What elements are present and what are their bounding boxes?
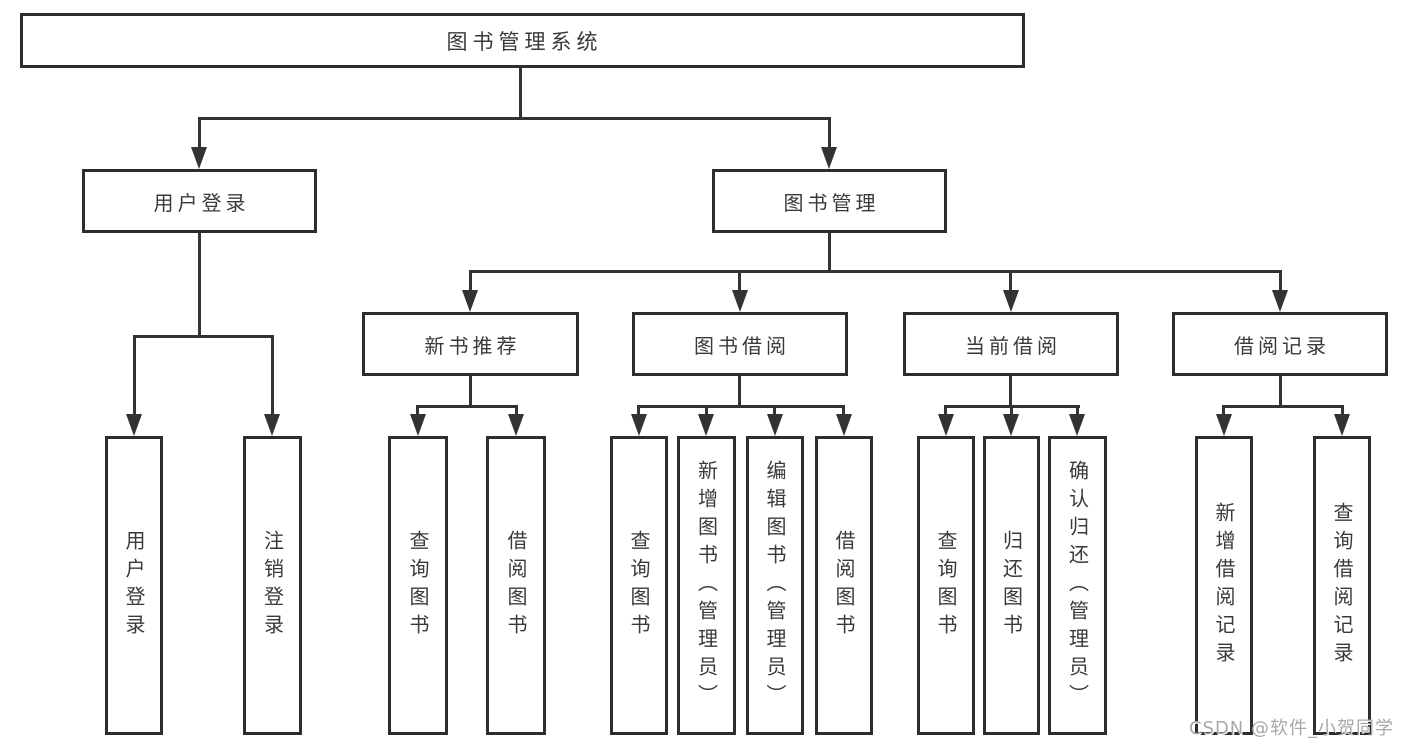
arrow-down-icon xyxy=(938,414,954,436)
connector-line xyxy=(469,376,472,408)
node-label: 新增借阅记录 xyxy=(1212,501,1236,670)
connector-line xyxy=(198,117,201,150)
arrow-down-icon xyxy=(821,147,837,169)
arrow-down-icon xyxy=(767,414,783,436)
arrow-down-icon xyxy=(410,414,426,436)
connector-line xyxy=(828,233,831,273)
leaf-borrow-books-2: 借阅图书 xyxy=(815,436,873,735)
connector-line xyxy=(416,405,518,408)
arrow-down-icon xyxy=(1334,414,1350,436)
connector-line xyxy=(198,233,201,337)
arrow-down-icon xyxy=(732,290,748,312)
leaf-query-books-3: 查询图书 xyxy=(917,436,975,735)
node-label: 新增图书（管理员） xyxy=(694,459,719,712)
arrow-down-icon xyxy=(508,414,524,436)
node-label: 借阅记录 xyxy=(1234,333,1330,358)
node-label: 图书管理系统 xyxy=(446,29,603,54)
node-label: 查询图书 xyxy=(406,529,430,642)
connector-line xyxy=(1222,405,1344,408)
leaf-add-books-admin: 新增图书（管理员） xyxy=(677,436,736,735)
arrow-down-icon xyxy=(698,414,714,436)
node-label: 图书管理 xyxy=(783,190,880,215)
node-borrowing-records: 借阅记录 xyxy=(1172,312,1388,376)
leaf-confirm-return-admin: 确认归还（管理员） xyxy=(1048,436,1107,735)
node-library-management-system: 图书管理系统 xyxy=(20,13,1025,68)
connector-line xyxy=(738,270,741,292)
connector-line xyxy=(416,405,419,417)
connector-line xyxy=(637,405,845,408)
arrow-down-icon xyxy=(631,414,647,436)
watermark: CSDN @软件_小贺同学 xyxy=(1188,718,1394,739)
connector-line xyxy=(1076,405,1079,417)
node-label: 新书推荐 xyxy=(424,333,521,358)
leaf-query-books-1: 查询图书 xyxy=(388,436,448,735)
connector-line xyxy=(1222,405,1225,417)
connector-line xyxy=(469,270,1282,273)
connector-line xyxy=(515,405,518,417)
node-label: 查询借阅记录 xyxy=(1330,501,1354,670)
connector-line xyxy=(1009,270,1012,292)
node-user-login: 用户登录 xyxy=(82,169,317,233)
leaf-query-borrow-record: 查询借阅记录 xyxy=(1313,436,1371,735)
connector-line xyxy=(1010,405,1013,417)
node-label: 用户登录 xyxy=(153,190,250,215)
leaf-logout: 注销登录 xyxy=(243,436,302,735)
node-label: 编辑图书（管理员） xyxy=(763,459,787,712)
arrow-down-icon xyxy=(462,290,478,312)
arrow-down-icon xyxy=(191,147,207,169)
node-label: 确认归还（管理员） xyxy=(1065,459,1090,712)
arrow-down-icon xyxy=(1003,290,1019,312)
arrow-down-icon xyxy=(1003,414,1019,436)
connector-line xyxy=(133,335,274,338)
connector-line xyxy=(1009,376,1012,408)
node-label: 当前借阅 xyxy=(965,333,1061,358)
connector-line xyxy=(773,405,776,417)
arrow-down-icon xyxy=(1216,414,1232,436)
connector-line xyxy=(842,405,845,417)
connector-line xyxy=(1279,376,1282,408)
arrow-down-icon xyxy=(836,414,852,436)
arrow-down-icon xyxy=(1069,414,1085,436)
connector-line xyxy=(738,376,741,408)
node-label: 用户登录 xyxy=(122,529,146,642)
node-label: 借阅图书 xyxy=(504,529,528,642)
leaf-return-books: 归还图书 xyxy=(983,436,1040,735)
connector-line xyxy=(271,335,274,415)
node-label: 图书借阅 xyxy=(694,333,790,358)
connector-line xyxy=(705,405,708,417)
connector-line xyxy=(133,335,136,415)
node-new-book-recommendation: 新书推荐 xyxy=(362,312,579,376)
connector-line xyxy=(1279,270,1282,292)
connector-line xyxy=(198,117,831,120)
node-current-borrowing: 当前借阅 xyxy=(903,312,1119,376)
node-label: 查询图书 xyxy=(934,529,958,642)
node-label: 借阅图书 xyxy=(832,529,856,642)
arrow-down-icon xyxy=(264,414,280,436)
connector-line xyxy=(944,405,947,417)
arrow-down-icon xyxy=(126,414,142,436)
node-book-management: 图书管理 xyxy=(712,169,947,233)
arrow-down-icon xyxy=(1272,290,1288,312)
node-label: 归还图书 xyxy=(999,529,1024,642)
node-book-borrowing: 图书借阅 xyxy=(632,312,848,376)
leaf-edit-books-admin: 编辑图书（管理员） xyxy=(746,436,804,735)
leaf-query-books-2: 查询图书 xyxy=(610,436,668,735)
connector-line xyxy=(828,117,831,150)
node-label: 查询图书 xyxy=(627,529,651,642)
connector-line xyxy=(637,405,640,417)
node-label: 注销登录 xyxy=(260,529,285,642)
leaf-add-borrow-record: 新增借阅记录 xyxy=(1195,436,1253,735)
leaf-borrow-books-1: 借阅图书 xyxy=(486,436,546,735)
connector-line xyxy=(1341,405,1344,417)
connector-line xyxy=(519,68,522,120)
leaf-user-login: 用户登录 xyxy=(105,436,163,735)
connector-line xyxy=(469,270,472,292)
